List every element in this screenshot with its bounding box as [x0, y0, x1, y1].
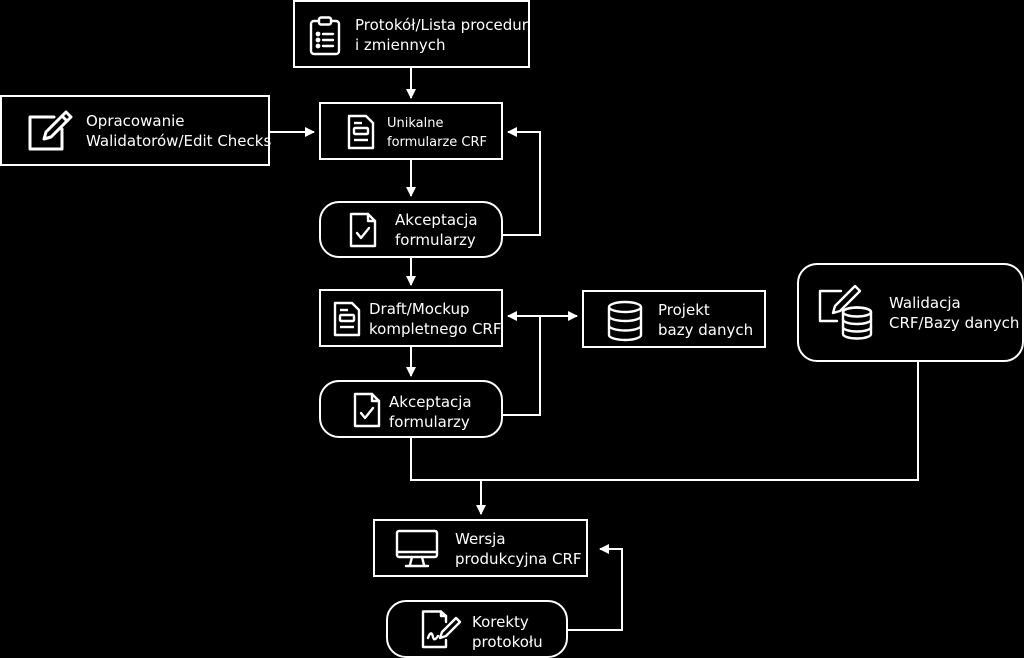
document-check-icon [349, 212, 377, 248]
document-check-icon [353, 392, 381, 428]
signed-document-icon [421, 610, 462, 649]
arrow-corrections-to-production [568, 544, 623, 631]
line-validation-to-production [481, 362, 919, 481]
arrow-accept2-back [502, 316, 541, 416]
arrow-accept2-to-production [410, 438, 486, 515]
database-icon [607, 300, 643, 342]
monitor-icon [395, 529, 439, 568]
database-edit-icon [818, 284, 873, 340]
form-document-icon [333, 301, 361, 337]
clipboard-list-icon [309, 16, 341, 56]
pencil-square-icon [28, 110, 73, 151]
arrow-accept1-back-to-forms [502, 127, 541, 236]
form-document-icon [347, 114, 375, 150]
